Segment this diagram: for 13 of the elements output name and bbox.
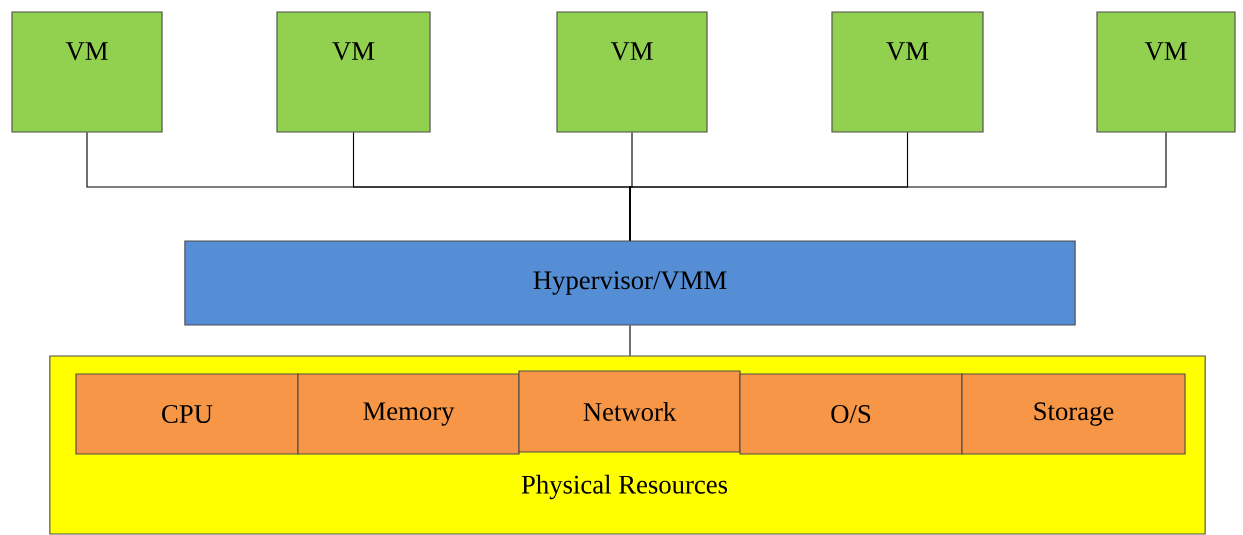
hypervisor-bar: Hypervisor/VMM xyxy=(184,240,1076,326)
resource-box: Network xyxy=(518,370,741,453)
vm-box: VM xyxy=(11,11,163,133)
vm-box: VM xyxy=(831,11,984,133)
resource-box: CPU xyxy=(75,373,299,455)
resource-box: Memory xyxy=(297,373,520,455)
resource-box: Storage xyxy=(961,373,1186,455)
connector-line xyxy=(629,325,631,356)
resource-box: O/S xyxy=(739,373,963,455)
vm-box: VM xyxy=(1096,11,1236,133)
connector-line xyxy=(629,132,1167,241)
vm-box: VM xyxy=(276,11,431,133)
vm-box: VM xyxy=(556,11,708,133)
